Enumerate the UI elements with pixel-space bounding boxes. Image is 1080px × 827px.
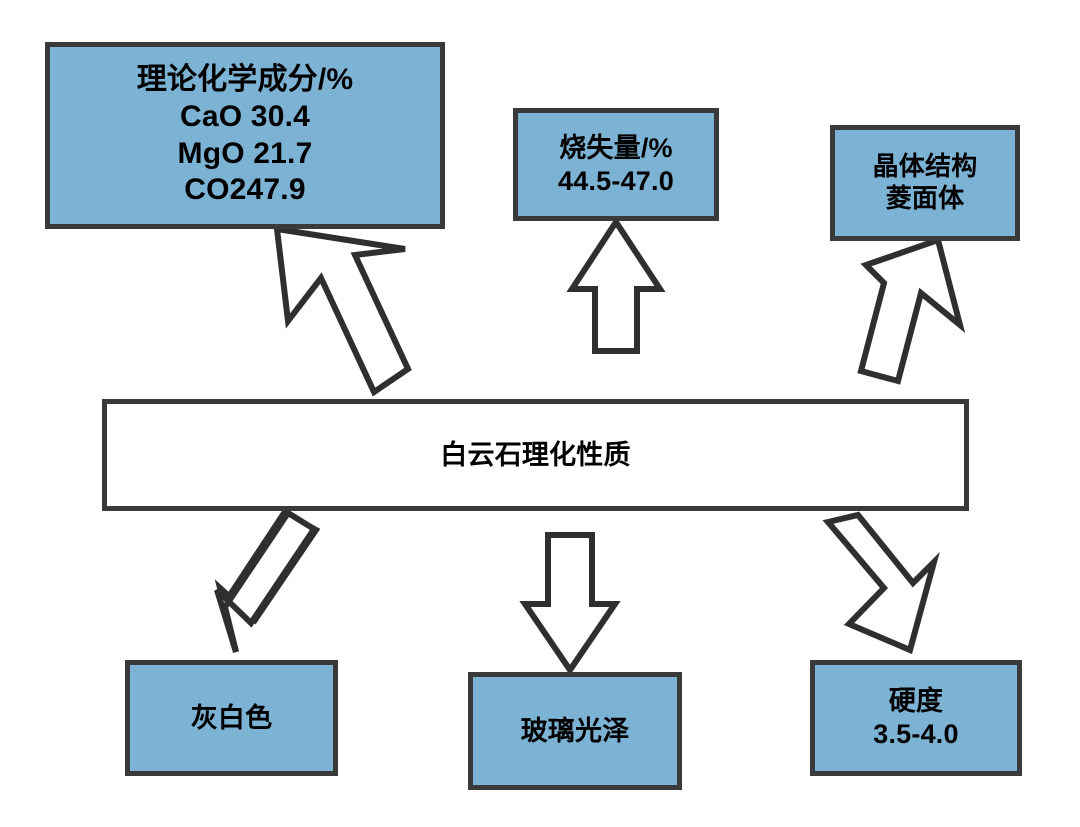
- node-luster-line-1: 玻璃光泽: [520, 715, 630, 746]
- node-main-title-label: 白云石理化性质: [440, 439, 631, 470]
- node-hardness-line-1: 硬度: [888, 686, 944, 717]
- node-composition[interactable]: 理论化学成分/% CaO 30.4 MgO 21.7 CO247.9: [45, 42, 445, 229]
- node-composition-line-4: CO247.9: [184, 173, 306, 207]
- arrow-to-composition: [277, 229, 408, 392]
- node-crystal-structure-line-1: 晶体结构: [872, 151, 978, 182]
- arrow-to-crystal-structure: [861, 240, 960, 381]
- node-composition-line-2: CaO 30.4: [179, 99, 310, 133]
- node-color-line-1: 灰白色: [190, 702, 273, 733]
- arrow-to-loss-on-ignition: [572, 222, 660, 351]
- node-loss-on-ignition-line-2: 44.5-47.0: [558, 165, 674, 196]
- node-composition-line-1: 理论化学成分/%: [136, 63, 354, 97]
- arrow-to-luster: [525, 535, 615, 670]
- node-color[interactable]: 灰白色: [125, 660, 338, 776]
- node-luster[interactable]: 玻璃光泽: [468, 672, 682, 790]
- node-crystal-structure[interactable]: 晶体结构 菱面体: [830, 125, 1020, 241]
- arrow-to-color: [217, 513, 316, 652]
- node-main-title[interactable]: 白云石理化性质: [102, 399, 969, 511]
- arrow-to-hardness: [828, 515, 934, 650]
- node-crystal-structure-line-2: 菱面体: [885, 183, 965, 213]
- node-hardness[interactable]: 硬度 3.5-4.0: [810, 660, 1022, 776]
- node-hardness-line-2: 3.5-4.0: [873, 719, 959, 749]
- node-loss-on-ignition[interactable]: 烧失量/% 44.5-47.0: [513, 108, 719, 221]
- node-composition-line-3: MgO 21.7: [177, 136, 313, 170]
- node-loss-on-ignition-line-1: 烧失量/%: [559, 132, 673, 163]
